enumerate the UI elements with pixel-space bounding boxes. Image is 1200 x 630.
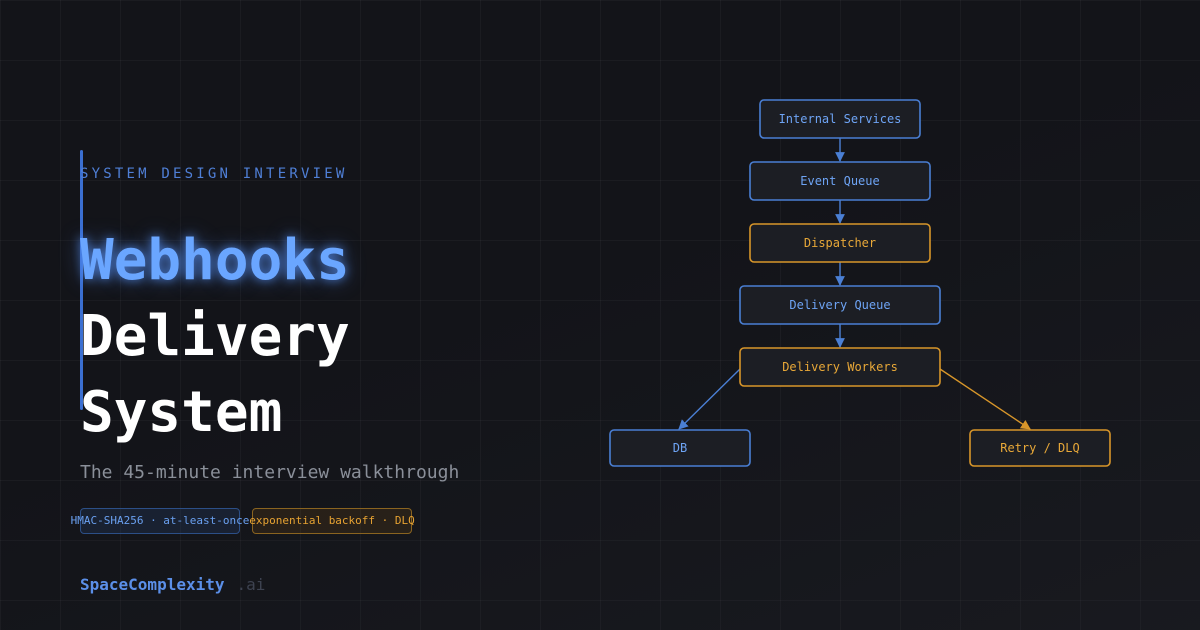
node-retry-dlq: Retry / DLQ	[969, 429, 1111, 467]
edge-delivery-workers-to-retry-dlq	[939, 368, 1031, 430]
node-box	[969, 429, 1111, 467]
eyebrow-label: SYSTEM DESIGN INTERVIEW	[80, 166, 348, 182]
node-label: Retry / DLQ	[1000, 441, 1079, 455]
node-dispatcher: Dispatcher	[749, 223, 931, 263]
node-box	[749, 161, 931, 201]
brand-logo: SpaceComplexity .ai	[80, 575, 265, 594]
node-box	[739, 347, 941, 387]
tag-hmac: HMAC-SHA256 · at-least-once	[71, 508, 249, 534]
edge-delivery-workers-to-db	[678, 368, 741, 430]
node-event-queue: Event Queue	[749, 161, 931, 201]
node-delivery-workers: Delivery Workers	[739, 347, 941, 387]
node-box	[759, 99, 921, 139]
tag-backoff: exponential backoff · DLQ	[249, 508, 415, 534]
node-label: Event Queue	[800, 174, 879, 188]
node-delivery-queue: Delivery Queue	[739, 285, 941, 325]
brand-tld: .ai	[236, 575, 266, 594]
node-label: Delivery Queue	[789, 298, 890, 312]
node-db: DB	[609, 429, 751, 467]
title-line-webhooks: Webhooks	[80, 228, 350, 293]
node-label: DB	[673, 441, 687, 455]
node-box	[749, 223, 931, 263]
node-label: Internal Services	[779, 112, 902, 126]
accent-bar	[80, 150, 83, 410]
title-line-delivery: Delivery	[80, 304, 350, 369]
node-box	[739, 285, 941, 325]
subtitle: The 45-minute interview walkthrough	[80, 462, 460, 483]
node-box	[609, 429, 751, 467]
brand-name: SpaceComplexity	[80, 575, 225, 594]
node-label: Dispatcher	[804, 236, 876, 250]
node-label: Delivery Workers	[782, 360, 898, 374]
node-internal-services: Internal Services	[759, 99, 921, 139]
title-line-system: System	[80, 380, 283, 445]
